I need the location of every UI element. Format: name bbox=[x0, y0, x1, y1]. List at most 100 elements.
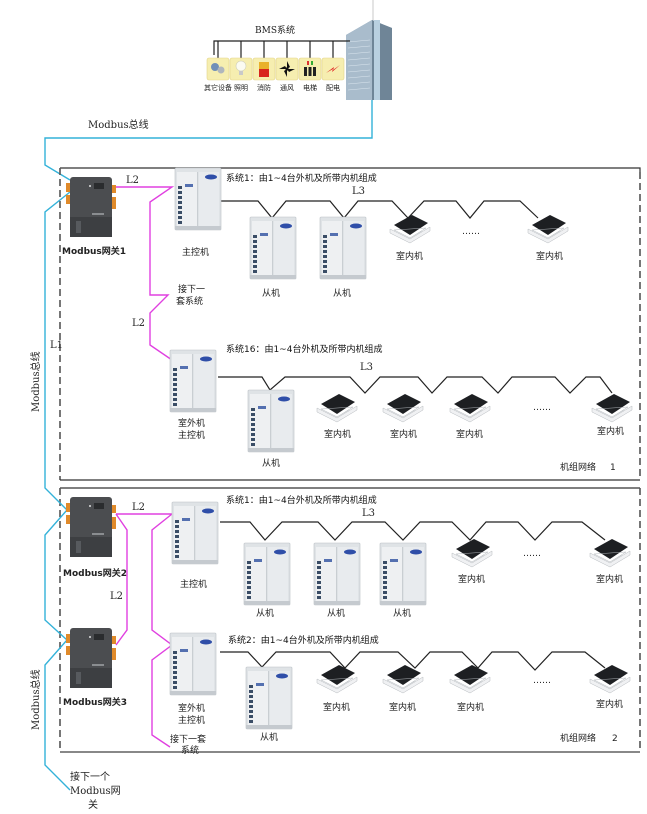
master-outdoor-unit-icon bbox=[174, 167, 222, 231]
bms-subsystem-5: 配电 bbox=[321, 41, 345, 92]
ellipsis: …… bbox=[533, 676, 551, 686]
gateway-label: Modbus网关3 bbox=[63, 696, 127, 708]
fire-extinguisher-icon bbox=[252, 57, 276, 81]
l2-link-net1 bbox=[116, 186, 175, 361]
building-icon bbox=[346, 0, 392, 100]
master-outdoor-unit-icon bbox=[169, 349, 217, 413]
next-gateway-label-2: Modbus网 bbox=[70, 785, 121, 797]
network-label-1: 机组网络 bbox=[560, 461, 596, 473]
next-gateway-label-3: 关 bbox=[88, 798, 98, 811]
next-system-label-1b: 套系统 bbox=[176, 295, 203, 307]
network-number-1: 1 bbox=[610, 463, 616, 473]
slave-label: 从机 bbox=[393, 607, 411, 619]
gateway-2[interactable]: Modbus网关2 bbox=[63, 497, 127, 579]
l3-label: L3 bbox=[352, 186, 365, 197]
next-system-label-1a: 接下一 bbox=[178, 283, 205, 295]
l3-label: L3 bbox=[360, 362, 373, 373]
indoor-label: 室内机 bbox=[458, 573, 485, 585]
slave-outdoor-unit-icon bbox=[313, 542, 361, 606]
modbus-bus-l1 bbox=[44, 191, 71, 791]
indoor-unit-icon bbox=[382, 664, 424, 694]
bms-subsystem-label: 消防 bbox=[257, 83, 271, 92]
master-label-line1: 室外机 bbox=[178, 417, 205, 429]
gateway-device-icon bbox=[66, 497, 116, 557]
slave-label: 从机 bbox=[256, 607, 274, 619]
bms-subsystem-label: 配电 bbox=[326, 83, 340, 92]
indoor-unit-icon bbox=[591, 393, 633, 423]
l3-link bbox=[218, 376, 613, 394]
master-label: 主控机 bbox=[182, 246, 209, 258]
slave-outdoor-unit-icon bbox=[245, 666, 293, 730]
indoor-label: 室内机 bbox=[390, 428, 417, 440]
l2-label-net2-top: L2 bbox=[132, 502, 145, 513]
network-number-2: 2 bbox=[612, 734, 618, 744]
indoor-unit-icon bbox=[316, 393, 358, 423]
bms-subsystem-label: 其它设备 bbox=[204, 83, 232, 92]
slave-label: 从机 bbox=[262, 457, 280, 469]
indoor-label: 室内机 bbox=[596, 573, 623, 585]
fan-icon bbox=[275, 57, 299, 81]
l3-label: L3 bbox=[362, 508, 375, 519]
system-n2-s1: 系统1：由1~4台外机及所带内机组成 L3 主控机 从机 从机 从机 室内机 …… bbox=[171, 494, 631, 619]
indoor-unit-icon bbox=[449, 664, 491, 694]
system-title: 系统1：由1~4台外机及所带内机组成 bbox=[226, 172, 377, 184]
system-title: 系统1：由1~4台外机及所带内机组成 bbox=[226, 494, 377, 506]
slave-outdoor-unit-icon bbox=[243, 542, 291, 606]
slave-outdoor-unit-icon bbox=[319, 216, 367, 280]
bms-subsystem-label: 通风 bbox=[280, 83, 294, 92]
system-title: 系统2：由1~4台外机及所带内机组成 bbox=[228, 634, 379, 646]
slave-label: 从机 bbox=[262, 287, 280, 299]
l2-label-gateway-link: L2 bbox=[110, 591, 123, 602]
indoor-unit-icon bbox=[451, 538, 493, 568]
gateway-device-icon bbox=[66, 177, 116, 237]
modbus-bus-top bbox=[44, 100, 373, 181]
indoor-label: 室内机 bbox=[456, 428, 483, 440]
l3-link bbox=[220, 651, 606, 671]
system-title: 系统16：由1~4台外机及所带内机组成 bbox=[226, 343, 382, 355]
modbus-bus-top-label: Modbus总线 bbox=[88, 118, 149, 131]
indoor-label: 室内机 bbox=[324, 428, 351, 440]
l2-link-gw2-gw3 bbox=[115, 513, 128, 646]
gateway-3[interactable]: Modbus网关3 bbox=[63, 628, 127, 708]
gateway-device-icon bbox=[66, 628, 116, 688]
indoor-label: 室内机 bbox=[396, 250, 423, 262]
modbus-bus-left-label-lower: Modbus总线 bbox=[29, 669, 42, 730]
gateway-label: Modbus网关2 bbox=[63, 567, 127, 579]
indoor-unit-icon bbox=[316, 664, 358, 694]
master-outdoor-unit-icon bbox=[171, 501, 219, 565]
indoor-unit-icon bbox=[527, 214, 569, 244]
indoor-label: 室内机 bbox=[597, 425, 624, 437]
next-system-label-2b: 系统 bbox=[181, 744, 199, 756]
slave-outdoor-unit-icon bbox=[247, 389, 295, 453]
slave-label: 从机 bbox=[327, 607, 345, 619]
l1-label: L1 bbox=[50, 340, 63, 351]
next-gateway-label-1: 接下一个 bbox=[70, 770, 110, 783]
indoor-unit-icon bbox=[589, 538, 631, 568]
next-system-label-2a: 接下一套 bbox=[170, 733, 206, 745]
bms-system: BMS系统 其它设备照明消防通风电梯配电 bbox=[204, 24, 350, 92]
bms-subsystem-0: 其它设备 bbox=[204, 41, 232, 92]
indoor-unit-icon bbox=[589, 664, 631, 694]
bms-title: BMS系统 bbox=[255, 24, 295, 36]
indoor-unit-icon bbox=[389, 214, 431, 244]
bms-subsystem-2: 消防 bbox=[252, 41, 276, 92]
slave-outdoor-unit-icon bbox=[249, 216, 297, 280]
indoor-label: 室内机 bbox=[457, 701, 484, 713]
indoor-label: 室内机 bbox=[536, 250, 563, 262]
slave-outdoor-unit-icon bbox=[379, 542, 427, 606]
system-n1-s16: 系统16：由1~4台外机及所带内机组成 L3 室外机 主控机 从机 室内机 室内… bbox=[169, 343, 633, 469]
l2-label-net1-mid: L2 bbox=[132, 318, 145, 329]
network-frame-2 bbox=[59, 487, 641, 753]
power-icon bbox=[321, 57, 345, 81]
bms-subsystem-4: 电梯 bbox=[298, 41, 322, 92]
slave-label: 从机 bbox=[333, 287, 351, 299]
master-outdoor-unit-icon bbox=[169, 632, 217, 696]
gateway-1[interactable]: Modbus网关1 bbox=[62, 177, 126, 257]
lightbulb-icon bbox=[229, 57, 253, 81]
l3-link bbox=[220, 521, 606, 541]
indoor-label: 室内机 bbox=[596, 698, 623, 710]
bms-subsystem-label: 电梯 bbox=[303, 83, 317, 92]
indoor-label: 室内机 bbox=[323, 701, 350, 713]
bms-subsystem-1: 照明 bbox=[229, 41, 253, 92]
